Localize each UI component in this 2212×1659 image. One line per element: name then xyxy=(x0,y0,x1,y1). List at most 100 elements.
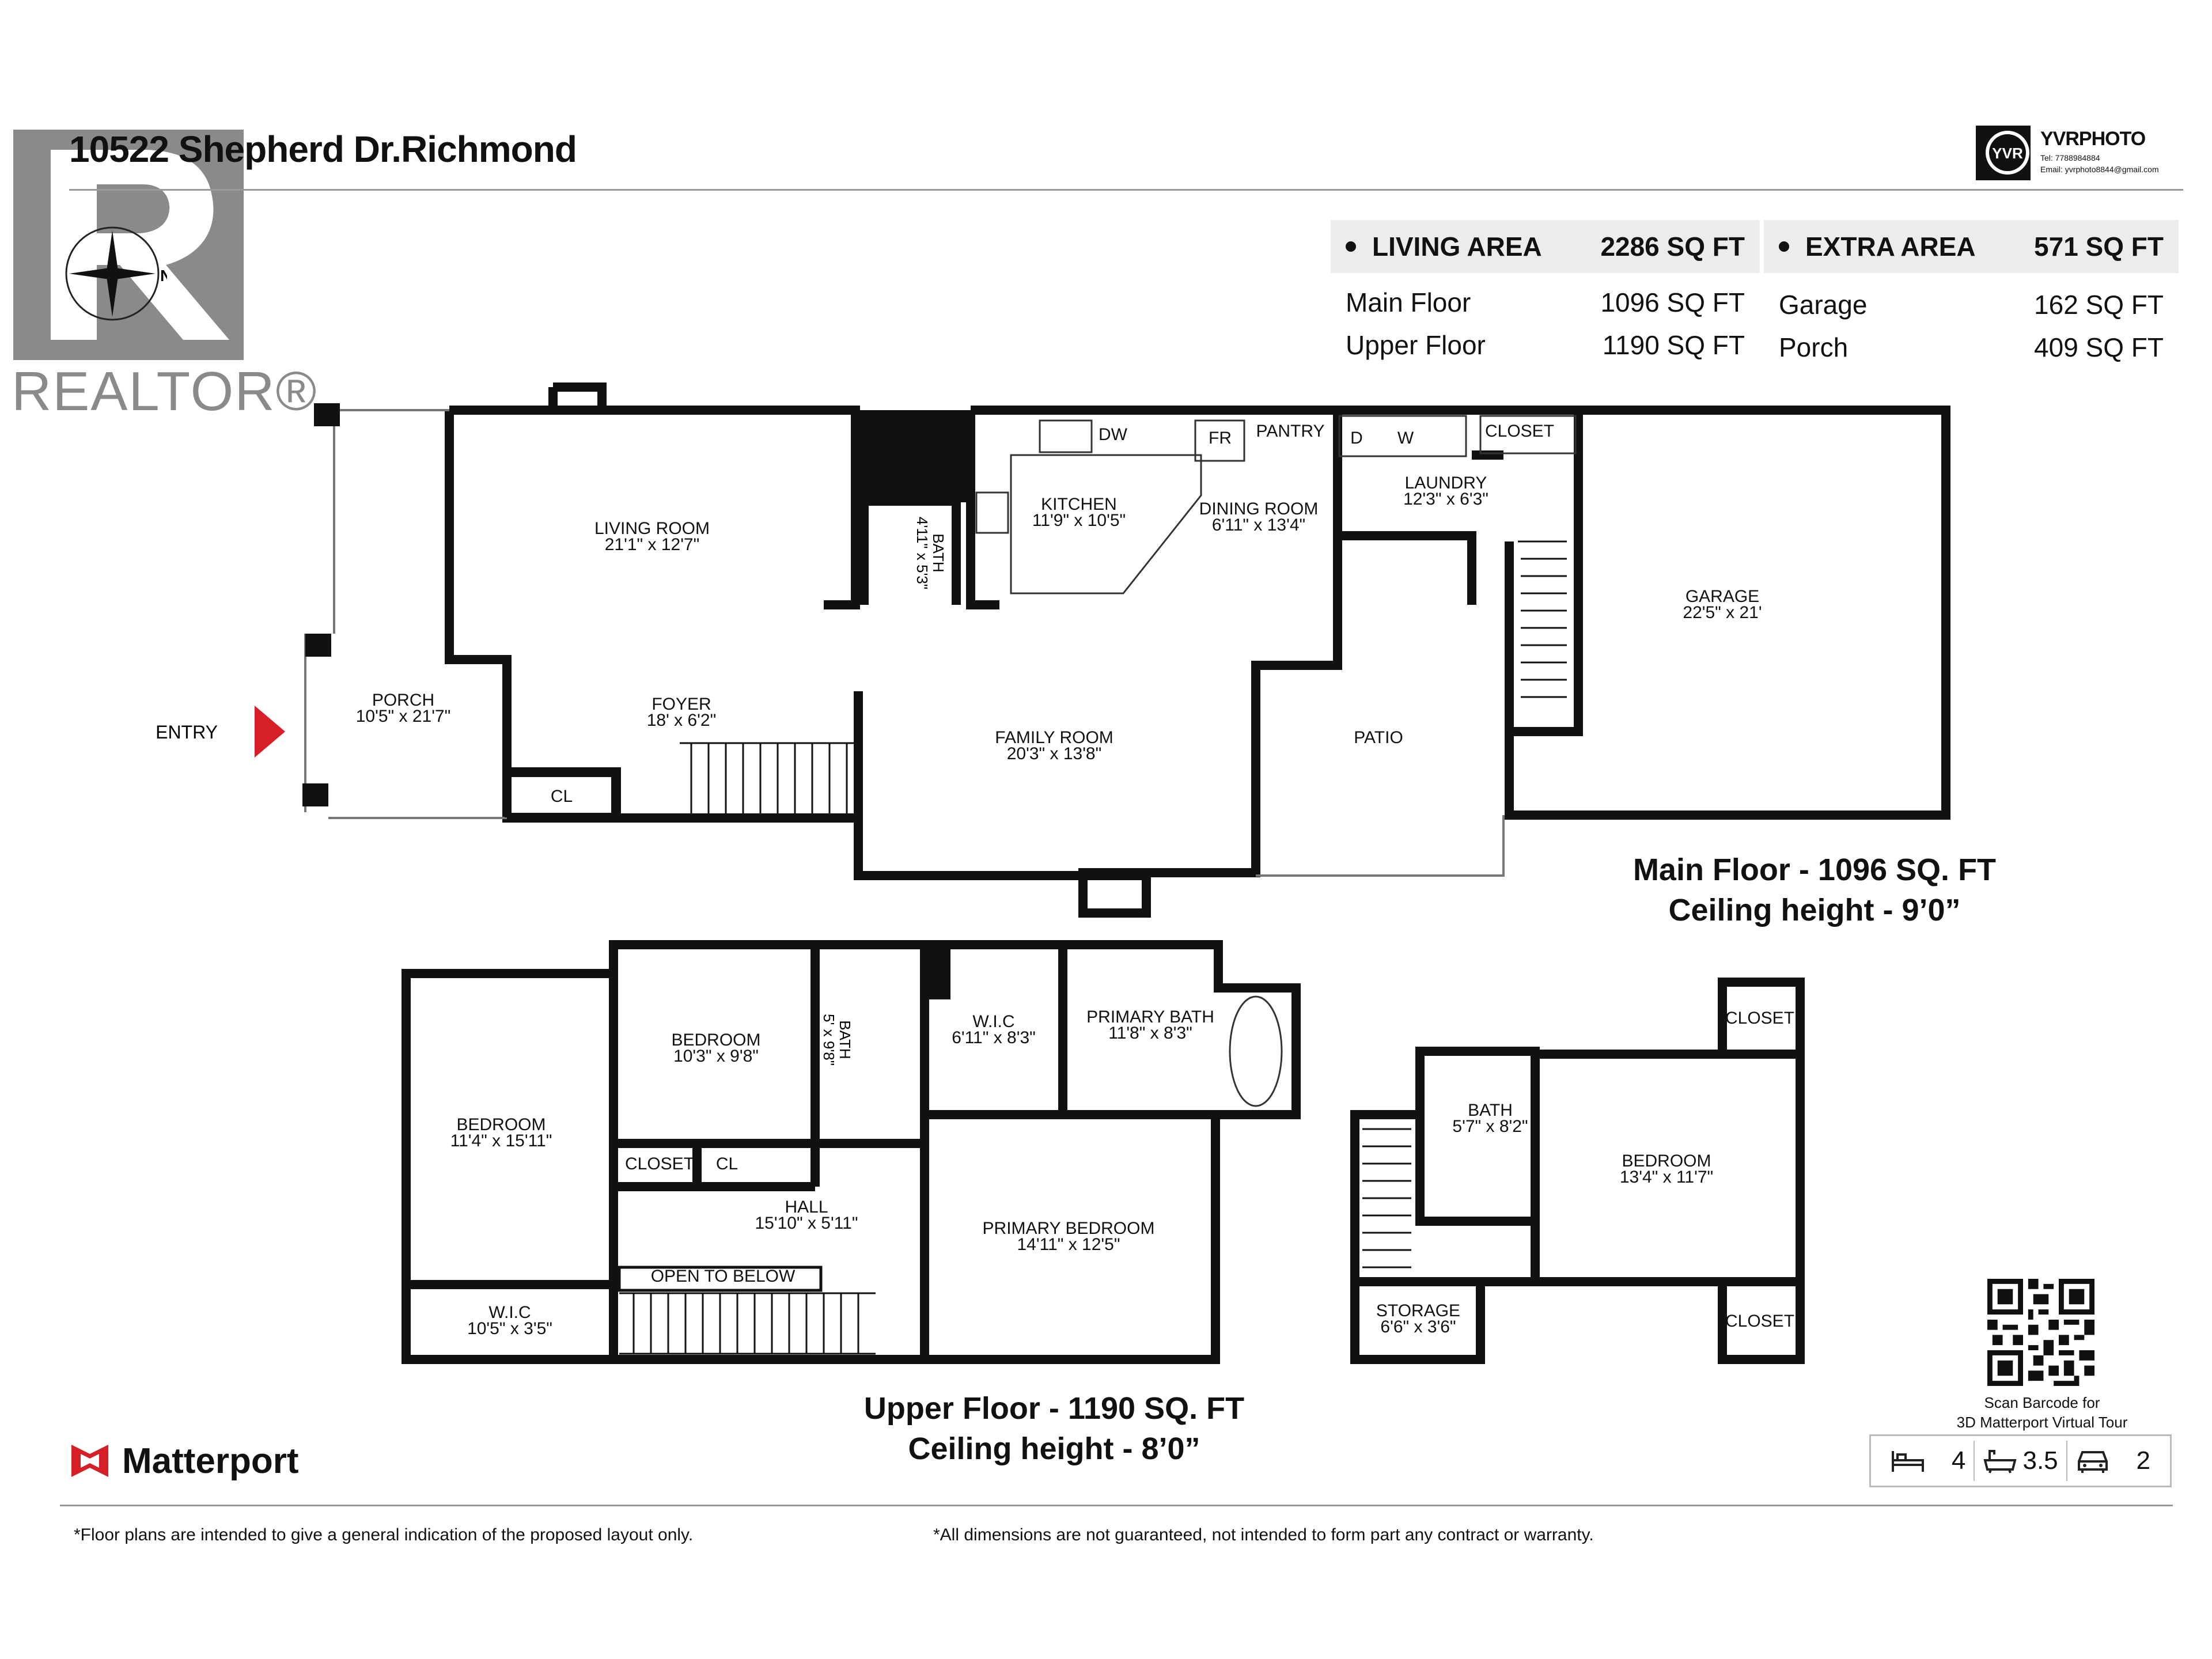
room-name: BEDROOM xyxy=(456,1115,546,1134)
bullet-icon xyxy=(1779,241,1789,252)
extra-area-total: 571 SQ FT xyxy=(2034,232,2164,262)
yvr-badge-icon: YVR xyxy=(1976,126,2031,180)
disclaimer-right: *All dimensions are not guaranteed, not … xyxy=(933,1525,1594,1544)
compass-icon: N xyxy=(65,226,167,321)
garage-count: 2 xyxy=(2136,1446,2150,1475)
room-name: BEDROOM xyxy=(671,1031,760,1050)
area-row-value: 409 SQ FT xyxy=(2034,332,2164,362)
entry-arrow-icon xyxy=(255,706,285,757)
room-dimensions: 20'3" x 13'8" xyxy=(1007,744,1102,763)
wall xyxy=(1078,871,1151,918)
bed-icon xyxy=(1892,1451,1924,1472)
property-address: 10522 Shepherd Dr.Richmond xyxy=(69,128,577,170)
footer-divider xyxy=(60,1505,2173,1506)
room-name: BATH xyxy=(930,533,947,572)
room-name: BATH xyxy=(836,1020,854,1059)
room-dimensions: 10'3" x 9'8" xyxy=(673,1047,759,1066)
room-dimensions: 10'5" x 21'7" xyxy=(356,707,451,726)
matterport-logo: Matterport xyxy=(68,1439,299,1483)
upper-floor-caption: Upper Floor - 1190 SQ. FT Ceiling height… xyxy=(795,1388,1313,1469)
area-row-value: 162 SQ FT xyxy=(2034,290,2164,320)
room-dimensions: 15'10" x 5'11" xyxy=(755,1214,858,1233)
realtor-logo xyxy=(10,127,252,426)
stats-divider xyxy=(1974,1441,1975,1481)
room-name: BATH xyxy=(1468,1101,1513,1120)
disclaimer-left: *Floor plans are intended to give a gene… xyxy=(74,1525,694,1544)
stats-divider xyxy=(2066,1441,2067,1481)
chimney-block xyxy=(855,410,971,502)
room-name: FR xyxy=(1209,429,1232,448)
room-name: BEDROOM xyxy=(1622,1152,1711,1171)
room-name: GARAGE xyxy=(1685,587,1759,606)
bedrooms-count: 4 xyxy=(1951,1446,1966,1475)
caption-line: Upper Floor - 1190 SQ. FT xyxy=(863,1391,1245,1426)
wall xyxy=(1338,406,1950,820)
car-icon xyxy=(2077,1451,2108,1473)
room-dimensions: 12'3" x 6'3" xyxy=(1403,490,1488,509)
room-name: W xyxy=(1397,429,1414,448)
caption-line: Ceiling height - 9’0” xyxy=(1668,893,1961,927)
bedrooms-stat: 4 xyxy=(1883,1446,1974,1475)
room-name: CLOSET xyxy=(625,1154,694,1173)
room-name: CLOSET xyxy=(1485,422,1554,441)
room-name: LIVING ROOM xyxy=(594,519,710,538)
realtor-r-icon xyxy=(13,130,244,360)
room-dimensions: 11'4" x 15'11" xyxy=(450,1131,552,1150)
area-row-value: 1190 SQ FT xyxy=(1602,330,1745,360)
living-area-header: LIVING AREA 2286 SQ FT xyxy=(1331,220,1760,273)
bullet-icon xyxy=(1346,241,1356,252)
caption-line: 3D Matterport Virtual Tour xyxy=(1956,1414,2128,1431)
living-area-row: Main Floor 1096 SQ FT xyxy=(1331,287,1760,318)
room-dimensions: 4'11" x 5'3" xyxy=(914,517,931,589)
qr-code-icon[interactable] xyxy=(1987,1279,2094,1386)
caption-line: Main Floor - 1096 SQ. FT xyxy=(1633,853,1997,887)
room-dimensions: 6'11" x 8'3" xyxy=(952,1028,1036,1047)
room-name: KITCHEN xyxy=(1041,495,1117,514)
living-area-total: 2286 SQ FT xyxy=(1600,232,1745,262)
room-name: CL xyxy=(716,1154,738,1173)
area-row-name: Garage xyxy=(1779,290,1868,320)
photographer-tel: Tel: 7788984884 xyxy=(2040,153,2100,162)
room-name: DW xyxy=(1099,425,1128,444)
room-dimensions: 21'1" x 12'7" xyxy=(605,535,700,554)
room-dimensions: 13'4" x 11'7" xyxy=(1620,1168,1713,1187)
room-dimensions: 6'11" x 13'4" xyxy=(1212,516,1305,535)
room-name: STORAGE xyxy=(1376,1301,1460,1320)
room-name: CL xyxy=(551,787,573,806)
room-dimensions: 14'11" x 12'5" xyxy=(1017,1235,1120,1254)
room-dimensions: 18' x 6'2" xyxy=(647,711,717,730)
room-name: PORCH xyxy=(372,691,434,710)
living-area-label: LIVING AREA xyxy=(1372,232,1542,262)
svg-text:YVR: YVR xyxy=(1992,145,2023,162)
room-name: PATIO xyxy=(1354,728,1403,747)
wall xyxy=(1338,531,1476,605)
extra-area-label: EXTRA AREA xyxy=(1805,232,1976,262)
garage-stat: 2 xyxy=(2067,1446,2158,1475)
room-dimensions: 10'5" x 3'5" xyxy=(467,1319,552,1338)
qr-caption: Scan Barcode for 3D Matterport Virtual T… xyxy=(1936,1393,2149,1432)
compass-north-label: N xyxy=(160,267,167,285)
header-divider xyxy=(69,189,2183,191)
extra-area-header: EXTRA AREA 571 SQ FT xyxy=(1764,220,2179,273)
room-name: DINING ROOM xyxy=(1199,499,1319,518)
bathrooms-count: 3.5 xyxy=(2022,1446,2058,1475)
area-row-name: Main Floor xyxy=(1346,287,1471,317)
room-name: CLOSET xyxy=(1725,1312,1794,1331)
bathrooms-stat: 3.5 xyxy=(1975,1446,2066,1475)
extra-area-row: Porch 409 SQ FT xyxy=(1764,332,2179,363)
room-name: HALL xyxy=(785,1198,828,1217)
room-dimensions: 11'9" x 10'5" xyxy=(1032,511,1126,530)
photographer-email: Email: yvrphoto8844@gmail.com xyxy=(2040,165,2159,174)
area-row-value: 1096 SQ FT xyxy=(1600,287,1745,317)
room-name: W.I.C xyxy=(488,1303,531,1322)
main-floor-caption: Main Floor - 1096 SQ. FT Ceiling height … xyxy=(1555,850,2074,930)
room-dimensions: 5'7" x 8'2" xyxy=(1452,1117,1528,1136)
property-stats: 4 3.5 2 xyxy=(1869,1434,2172,1487)
room-name: D xyxy=(1350,429,1363,448)
room-name: W.I.C xyxy=(972,1012,1014,1031)
wall xyxy=(445,410,863,873)
matterport-name: Matterport xyxy=(122,1441,299,1481)
wall xyxy=(507,767,621,818)
room-name: PANTRY xyxy=(1256,422,1325,441)
photographer-name: YVRPHOTO xyxy=(2040,128,2146,150)
